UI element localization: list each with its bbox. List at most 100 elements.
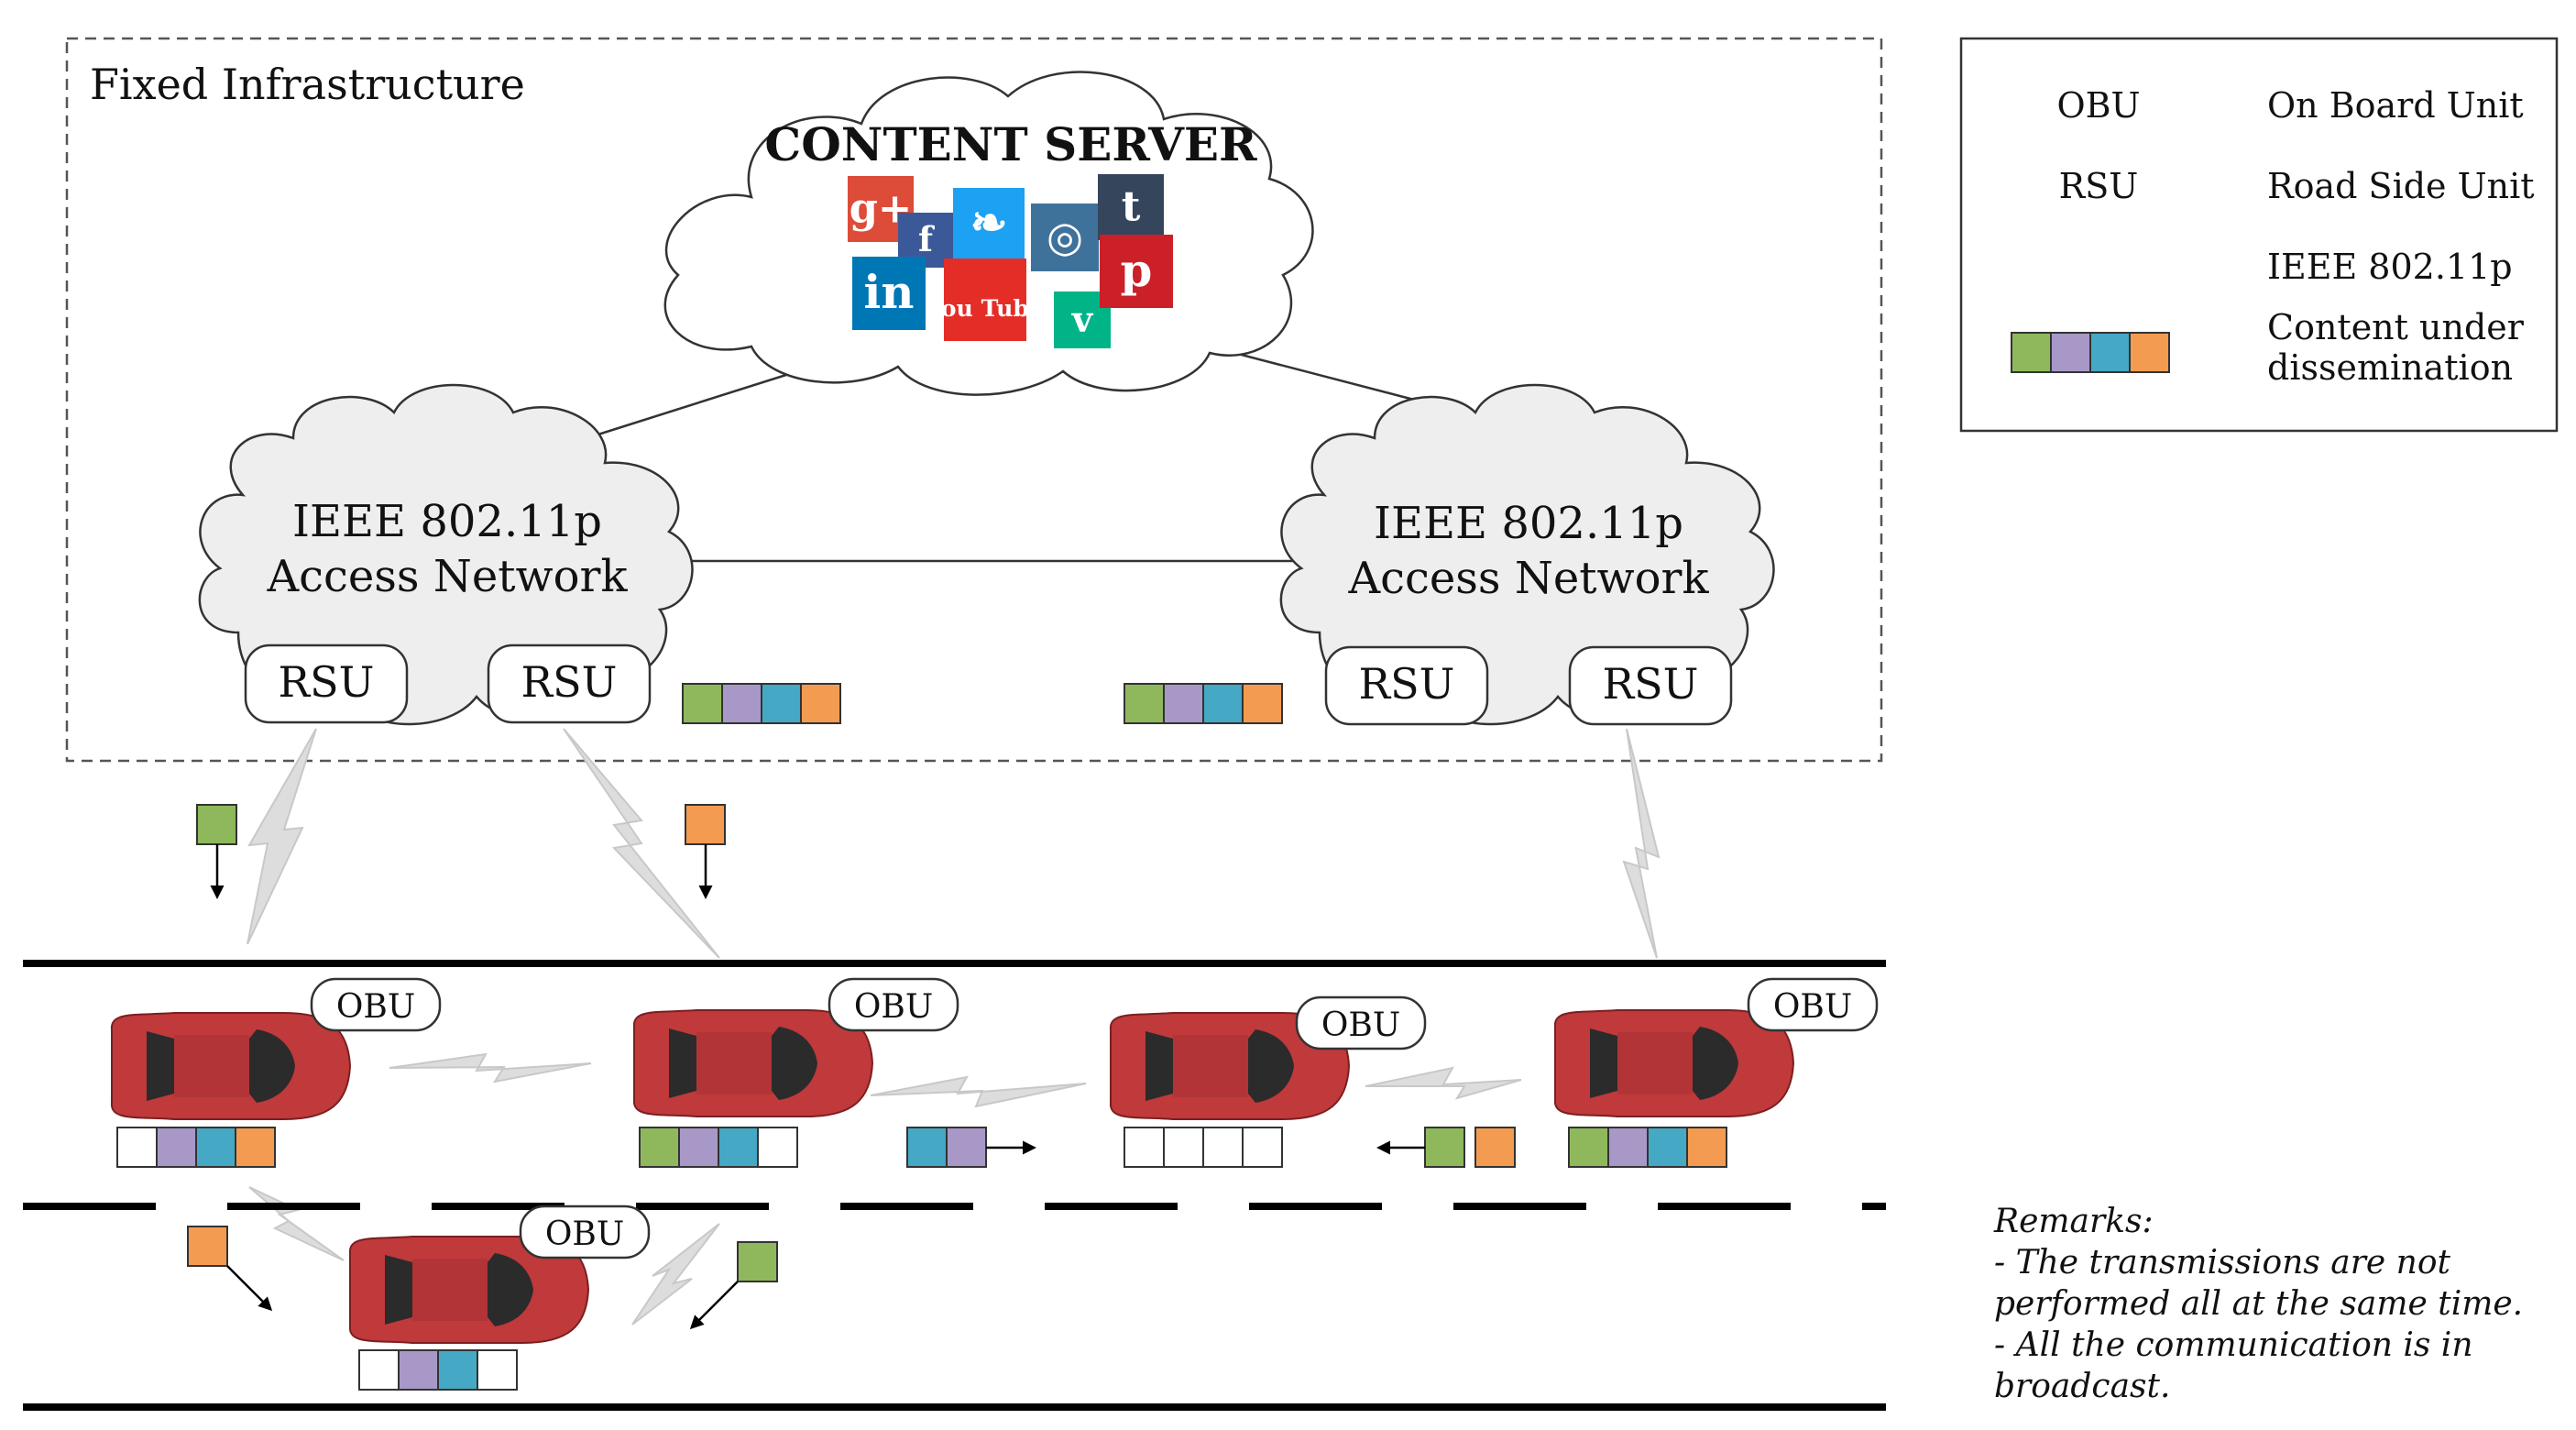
content-bar-car4-cell xyxy=(1686,1127,1727,1168)
car-4-body xyxy=(1553,1009,1795,1117)
content-bar-infra-right-cell xyxy=(1124,683,1165,724)
wireless-link-car3-car4 xyxy=(1365,1066,1522,1100)
content-bar-infra-left-cell xyxy=(721,683,762,724)
legend-desc-wireless: IEEE 802.11p xyxy=(2267,247,2513,287)
linkedin-icon-glyph: in xyxy=(864,265,915,319)
car-4-obu-tag: OBU xyxy=(1747,977,1879,1032)
content-bar-car3-cell xyxy=(1163,1127,1204,1168)
rsu-nodes: RSU RSU RSU RSU xyxy=(244,644,1733,726)
car-3: OBU xyxy=(1109,996,1427,1120)
access-network-cloud-right: IEEE 802.11p Access Network xyxy=(1279,383,1775,726)
content-bar-car1-cell xyxy=(235,1127,276,1168)
car-2-body xyxy=(632,1009,874,1117)
legend-desc-obu: On Board Unit xyxy=(2267,85,2524,126)
wireless-link-car2-car3 xyxy=(870,1075,1087,1108)
twitter-icon: ❧ xyxy=(953,188,1025,259)
legend-desc-content-2: dissemination xyxy=(2267,347,2513,388)
car-5: OBU xyxy=(348,1204,651,1344)
tumblr-icon-glyph: t xyxy=(1122,182,1141,230)
content-bar-car3-cell xyxy=(1242,1127,1283,1168)
content-bar-car1-cell xyxy=(156,1127,197,1168)
youtube-icon-glyph: You Tube xyxy=(926,294,1044,322)
car-5-obu-tag: OBU xyxy=(519,1204,651,1260)
remarks-line-1: - The transmissions are not xyxy=(1994,1244,2450,1282)
rsu-4: RSU xyxy=(1568,645,1733,726)
content-bar-car2-cell xyxy=(678,1127,719,1168)
packet-car4-backward xyxy=(1376,1127,1516,1168)
linkedin-icon: in xyxy=(852,257,926,330)
access-network-right-line1: IEEE 802.11p xyxy=(1374,498,1683,549)
content-bar-infra-right-cell xyxy=(1202,683,1244,724)
packet-rsu1-green xyxy=(196,804,237,899)
packet-car1-orange xyxy=(187,1226,273,1312)
content-bar-car1-cell xyxy=(195,1127,236,1168)
content-bar-car3-cell xyxy=(1202,1127,1244,1168)
packet-rsu2-orange xyxy=(685,804,726,899)
rsu-1: RSU xyxy=(244,644,409,724)
youtube-icon: You Tube xyxy=(926,258,1044,341)
content-bar-car5-cell xyxy=(437,1349,478,1391)
remarks: Remarks: - The transmissions are not per… xyxy=(1994,1201,2571,1407)
content-bar-car2 xyxy=(639,1127,798,1168)
rsu-2-label: RSU xyxy=(521,657,618,707)
car-1-obu-tag: OBU xyxy=(310,977,442,1032)
legend-key-rsu: RSU xyxy=(2059,166,2139,206)
car-3-obu-label: OBU xyxy=(1321,1006,1400,1044)
car-1-body xyxy=(110,1012,352,1120)
tumblr-icon: t xyxy=(1098,174,1164,240)
legend-content-bar xyxy=(2011,332,2170,373)
content-bar-car5-cell xyxy=(477,1349,518,1391)
car-2: OBU xyxy=(632,977,959,1117)
content-bar-car5 xyxy=(358,1349,518,1391)
content-bar-car1 xyxy=(116,1127,276,1168)
car-3-obu-tag: OBU xyxy=(1295,996,1427,1050)
facebook-icon-glyph: f xyxy=(918,219,935,259)
access-network-cloud-left: IEEE 802.11p Access Network xyxy=(198,383,694,726)
content-bar-car5-cell xyxy=(358,1349,400,1391)
instagram-icon: ◎ xyxy=(1031,204,1099,271)
remarks-title: Remarks: xyxy=(1994,1203,2154,1240)
transmission-packets xyxy=(187,804,1516,1330)
content-bar-car4-cell xyxy=(1607,1127,1649,1168)
car-5-body xyxy=(348,1236,590,1344)
car-4-obu-label: OBU xyxy=(1773,988,1852,1026)
packet-car2-forward xyxy=(906,1127,1036,1168)
wireless-link-car1-car5 xyxy=(248,1186,345,1261)
content-bars xyxy=(116,683,1727,1391)
content-bar-infra-right xyxy=(1124,683,1283,724)
content-bar-car2-cell xyxy=(718,1127,759,1168)
car-1: OBU xyxy=(110,977,442,1120)
remarks-line-2: performed all at the same time. xyxy=(1994,1285,2524,1323)
car-5-obu-label: OBU xyxy=(545,1216,624,1253)
legend-desc-rsu: Road Side Unit xyxy=(2267,166,2535,206)
wireless-link-rsu2 xyxy=(563,728,720,959)
access-network-right-line2: Access Network xyxy=(1347,553,1709,604)
content-bar-car1-cell xyxy=(116,1127,158,1168)
fixed-infrastructure-label: Fixed Infrastructure xyxy=(90,60,525,109)
remarks-line-4: broadcast. xyxy=(1994,1368,2171,1405)
legend-bar-cell xyxy=(2050,332,2091,373)
packet-car2-green xyxy=(689,1241,778,1330)
content-bar-infra-right-cell xyxy=(1242,683,1283,724)
pinterest-icon: p xyxy=(1100,235,1173,308)
wireless-link-rsu1 xyxy=(247,728,317,945)
legend-bar-cell xyxy=(2089,332,2131,373)
content-server-title: CONTENT SERVER xyxy=(764,117,1257,171)
content-bar-infra-left-cell xyxy=(682,683,723,724)
car-2-obu-label: OBU xyxy=(854,988,933,1026)
instagram-icon-glyph: ◎ xyxy=(1047,212,1083,261)
rsu-3: RSU xyxy=(1324,645,1489,726)
legend-key-obu: OBU xyxy=(2056,85,2140,126)
wireless-link-rsu4 xyxy=(1622,728,1661,959)
content-bar-car3 xyxy=(1124,1127,1283,1168)
twitter-icon-glyph: ❧ xyxy=(970,198,1008,249)
content-bar-infra-left xyxy=(682,683,841,724)
access-network-left-line2: Access Network xyxy=(266,551,628,602)
legend-bar xyxy=(2011,332,2170,373)
legend: OBU On Board Unit RSU Road Side Unit IEE… xyxy=(1959,37,2559,433)
wireless-link-car2-car5 xyxy=(631,1223,720,1326)
car-2-obu-tag: OBU xyxy=(828,977,959,1032)
rsu-3-label: RSU xyxy=(1359,659,1455,709)
